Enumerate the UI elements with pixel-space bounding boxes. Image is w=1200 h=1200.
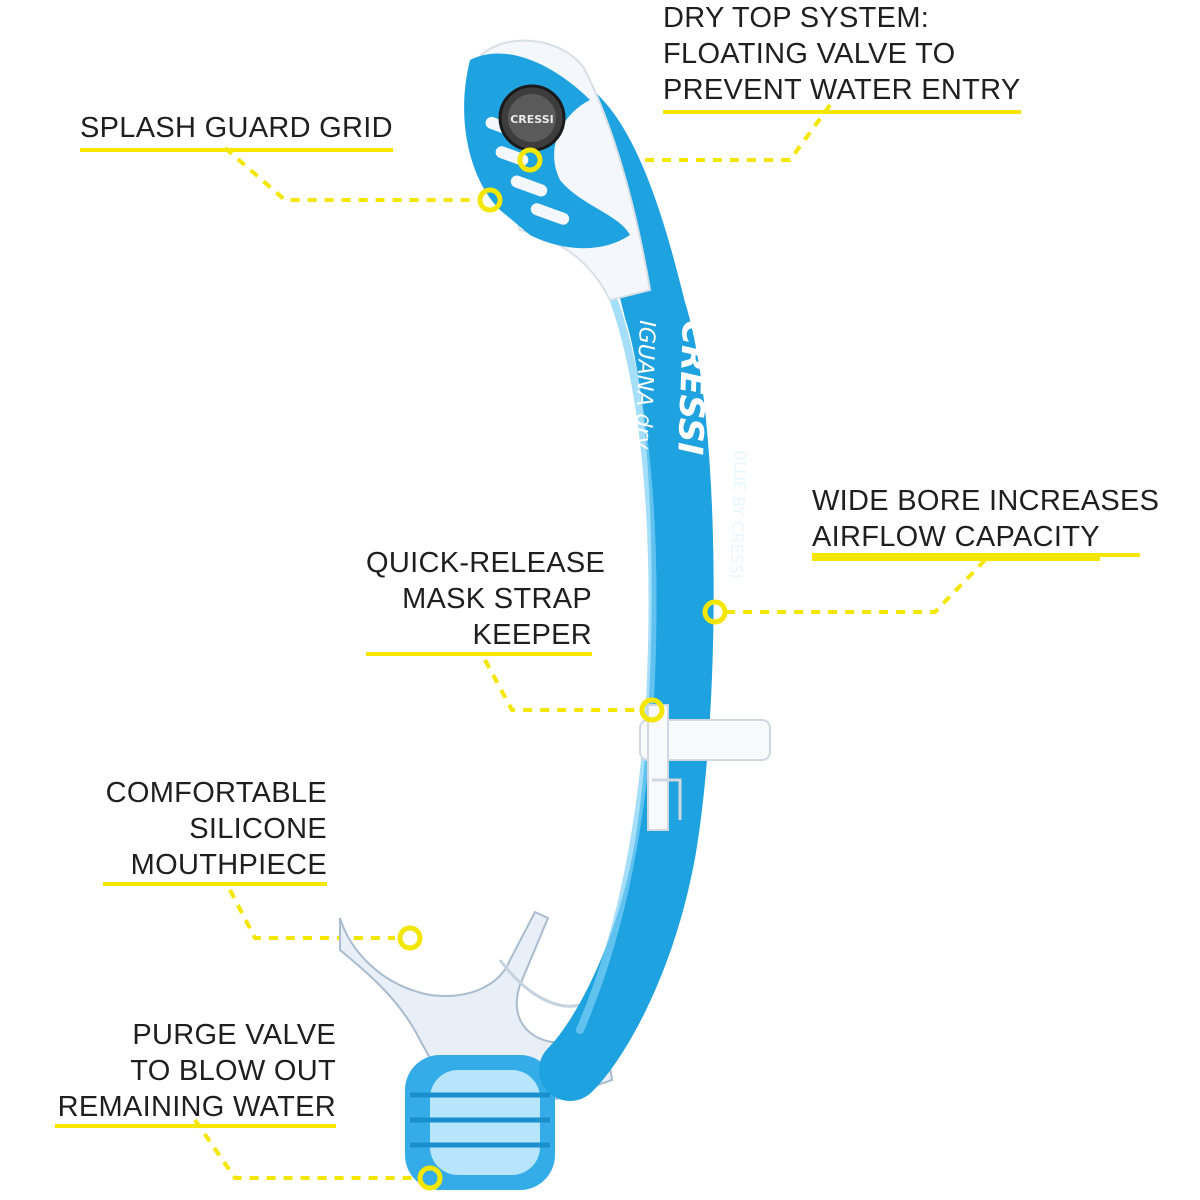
- callout-line: AIRFLOW CAPACITY: [812, 519, 1100, 561]
- callout-markers: [397, 147, 728, 1191]
- marker-wide-bore: [702, 599, 728, 625]
- callout-line: REMAINING WATER: [57, 1091, 336, 1123]
- callout-line: MASK STRAP: [402, 583, 592, 615]
- leader-splash-guard: [223, 146, 478, 202]
- purge-valve: [405, 1055, 555, 1190]
- callout-mask-strap: QUICK-RELEASE MASK STRAP KEEPER: [366, 545, 606, 653]
- callout-splash-guard: SPLASH GUARD GRID: [80, 110, 393, 152]
- marker-mouthpiece: [397, 925, 423, 951]
- rule-mask-strap: [366, 652, 592, 656]
- dry-top-valve: CRESSI: [498, 84, 566, 152]
- marker-purge-valve: [417, 1165, 443, 1191]
- callout-line: COMFORTABLE: [105, 777, 327, 809]
- callout-dry-top: DRY TOP SYSTEM: FLOATING VALVE TO PREVEN…: [663, 0, 1021, 114]
- callout-line: TO BLOW OUT: [130, 1055, 336, 1087]
- callout-line-underlined: AIRFLOW CAPACITY: [812, 519, 1159, 561]
- leader-mask-strap: [483, 659, 640, 712]
- leader-purge-valve: [193, 1118, 420, 1180]
- svg-text:IGUANA dry: IGUANA dry: [629, 320, 659, 451]
- marker-splash-guard: [477, 187, 503, 213]
- mask-strap-keeper: [639, 704, 771, 831]
- callout-line-underlined: SPLASH GUARD GRID: [80, 110, 393, 152]
- callout-line: SPLASH GUARD GRID: [80, 110, 393, 152]
- callout-wide-bore: WIDE BORE INCREASES AIRFLOW CAPACITY: [812, 483, 1159, 561]
- callout-line: DRY TOP SYSTEM:: [663, 2, 930, 34]
- leader-mouthpiece: [228, 889, 395, 940]
- callout-line: QUICK-RELEASE: [366, 547, 606, 579]
- callout-line: FLOATING VALVE TO: [663, 38, 956, 70]
- leader-wide-bore: [727, 558, 987, 614]
- callout-purge-valve: PURGE VALVE TO BLOW OUT REMAINING WATER: [55, 1017, 336, 1125]
- leader-lines: [193, 103, 987, 1180]
- rule-purge-valve: [55, 1124, 336, 1128]
- callout-line: KEEPER: [472, 619, 592, 651]
- rule-wide-bore: [812, 553, 1140, 557]
- svg-text:CRESSI: CRESSI: [510, 113, 554, 126]
- marker-dry-top: [517, 147, 543, 173]
- rule-mouthpiece: [103, 882, 327, 886]
- callout-line-underlined: PREVENT WATER ENTRY: [663, 72, 1021, 114]
- svg-text:CRESSI: CRESSI: [669, 320, 714, 456]
- leader-dry-top: [542, 103, 832, 162]
- brand-print: CRESSI IGUANA dry BLUE BY CRESSI: [629, 320, 750, 579]
- callout-line: SILICONE: [189, 813, 327, 845]
- marker-mask-strap: [639, 697, 665, 723]
- svg-text:BLUE BY CRESSI: BLUE BY CRESSI: [727, 450, 750, 579]
- callout-mouthpiece: COMFORTABLE SILICONE MOUTHPIECE: [103, 775, 327, 883]
- callout-line: PREVENT WATER ENTRY: [663, 72, 1021, 114]
- callout-line: PURGE VALVE: [132, 1019, 336, 1051]
- callout-line: MOUTHPIECE: [130, 849, 327, 881]
- callout-line: WIDE BORE INCREASES: [812, 485, 1160, 517]
